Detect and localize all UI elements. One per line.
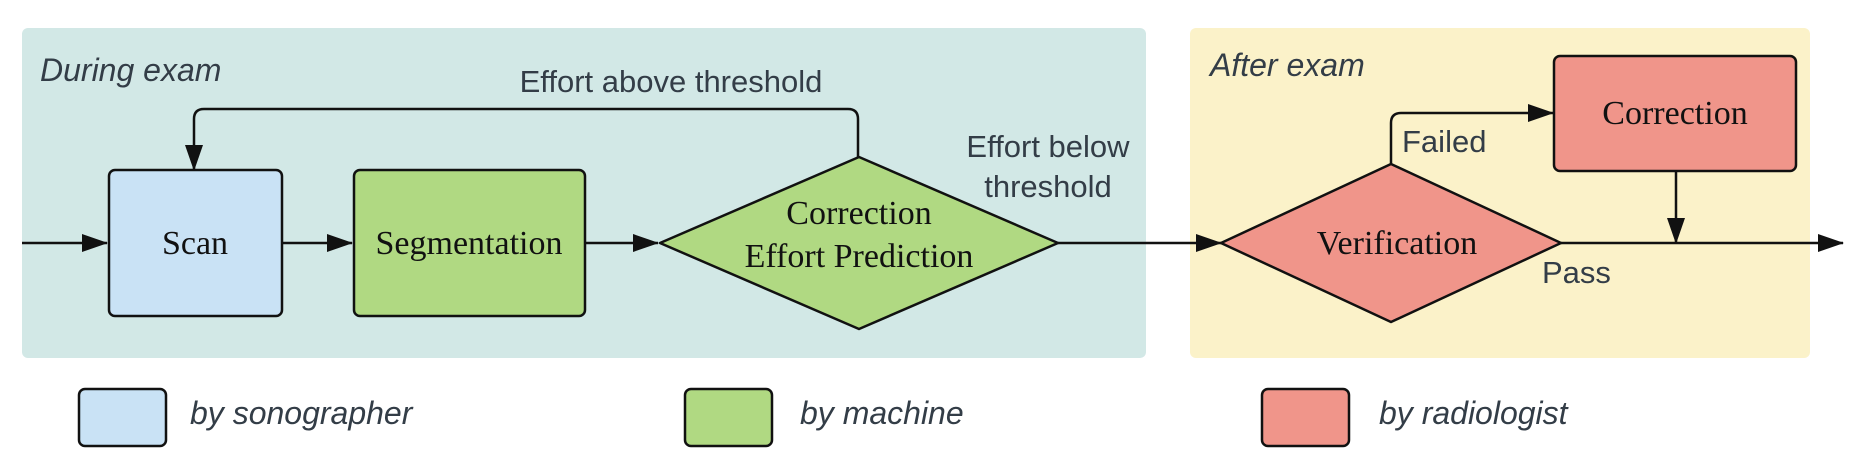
legend-sonographer-label: by sonographer <box>190 395 414 431</box>
effort-above-loop-arrow <box>185 107 860 171</box>
after-exam-label: After exam <box>1208 47 1365 83</box>
pass-label: Pass <box>1542 255 1611 290</box>
verification-label: Verification <box>1317 225 1478 262</box>
legend-machine-label: by machine <box>800 395 964 431</box>
correction-effort-prediction-node <box>658 155 1060 331</box>
during-exam-label: During exam <box>40 52 221 88</box>
segmentation-label: Segmentation <box>376 225 563 262</box>
correction-label: Correction <box>1602 95 1747 132</box>
prediction-label-line1: Correction <box>786 195 931 232</box>
legend-radiologist-swatch <box>1260 387 1351 448</box>
prediction-label-line2: Effort Prediction <box>745 238 974 275</box>
failed-label: Failed <box>1402 124 1486 159</box>
legend-sonographer-swatch <box>77 387 168 448</box>
correction-node <box>1552 54 1798 173</box>
failed-arrow <box>1389 104 1554 164</box>
scan-node <box>107 168 284 318</box>
legend-radiologist-label: by radiologist <box>1379 395 1569 431</box>
verification-node <box>1219 162 1563 324</box>
effort-above-threshold-label: Effort above threshold <box>520 64 823 99</box>
scan-label: Scan <box>162 225 228 262</box>
effort-below-threshold-label-line2: threshold <box>984 169 1112 204</box>
effort-below-threshold-label-line1: Effort below <box>966 129 1130 164</box>
segmentation-node <box>352 168 587 318</box>
legend-machine-swatch <box>683 387 774 448</box>
